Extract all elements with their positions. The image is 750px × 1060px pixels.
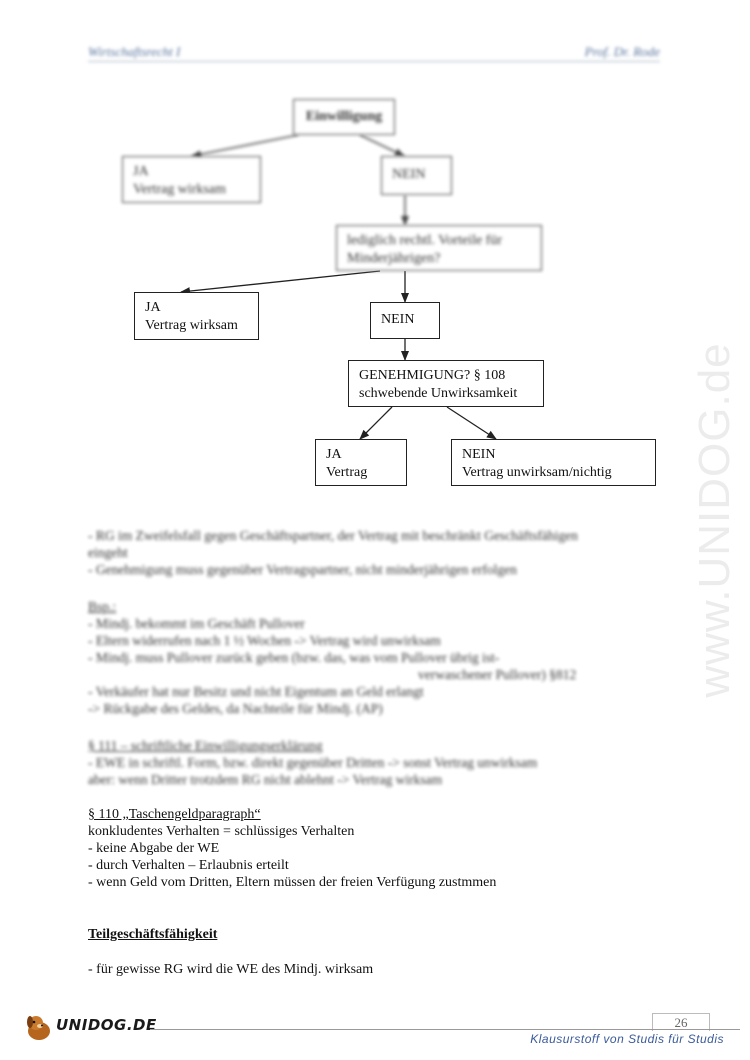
header-left: Wirtschaftsrecht I (88, 44, 181, 59)
section-110-line: konkludentes Verhalten = schlüssiges Ver… (88, 824, 355, 839)
section-110-line: - wenn Geld vom Dritten, Eltern müssen d… (88, 875, 497, 890)
footer-text: Klausurstoff von Studis für Studis (530, 1032, 724, 1046)
section-110: § 110 „Taschengeldparagraph“ konkludente… (88, 806, 496, 891)
unidog-logo: UNIDOG.DE (22, 1012, 156, 1042)
flowchart-arrows (180, 134, 497, 440)
header-right: Prof. Dr. Rode (584, 44, 660, 59)
teil-line: - für gewisse RG wird die WE des Mindj. … (88, 962, 374, 977)
box-nein-1: NEIN (381, 156, 452, 195)
box-nein-2: NEIN (370, 302, 440, 339)
page-number: 26 (652, 1013, 710, 1031)
teil-title: Teilgeschäftsfähigkeit (88, 927, 218, 942)
box-einwilligung: Einwilligung (293, 99, 395, 135)
logo-text: UNIDOG.DE (56, 1016, 157, 1034)
dog-icon (27, 1016, 50, 1040)
blurred-section-111: § 111 – schriftliche Einwilligungserklär… (88, 738, 538, 787)
section-110-line: - durch Verhalten – Erlaubnis erteilt (88, 858, 289, 873)
section-110-title: § 110 „Taschengeldparagraph“ (88, 807, 261, 822)
blurred-example: Bsp.: - Mindj. bekommt im Geschäft Pullo… (88, 599, 577, 716)
section-110-line: - keine Abgabe der WE (88, 841, 220, 856)
header-rule (88, 61, 660, 62)
page-header: Wirtschaftsrecht I Prof. Dr. Rode (88, 44, 660, 64)
blurred-bullets-1: - RG im Zweifelsfall gegen Geschäftspart… (88, 528, 578, 577)
footer-rule (150, 1029, 740, 1030)
section-teilgeschaeftsfaehigkeit: Teilgeschäftsfähigkeit (88, 926, 217, 943)
